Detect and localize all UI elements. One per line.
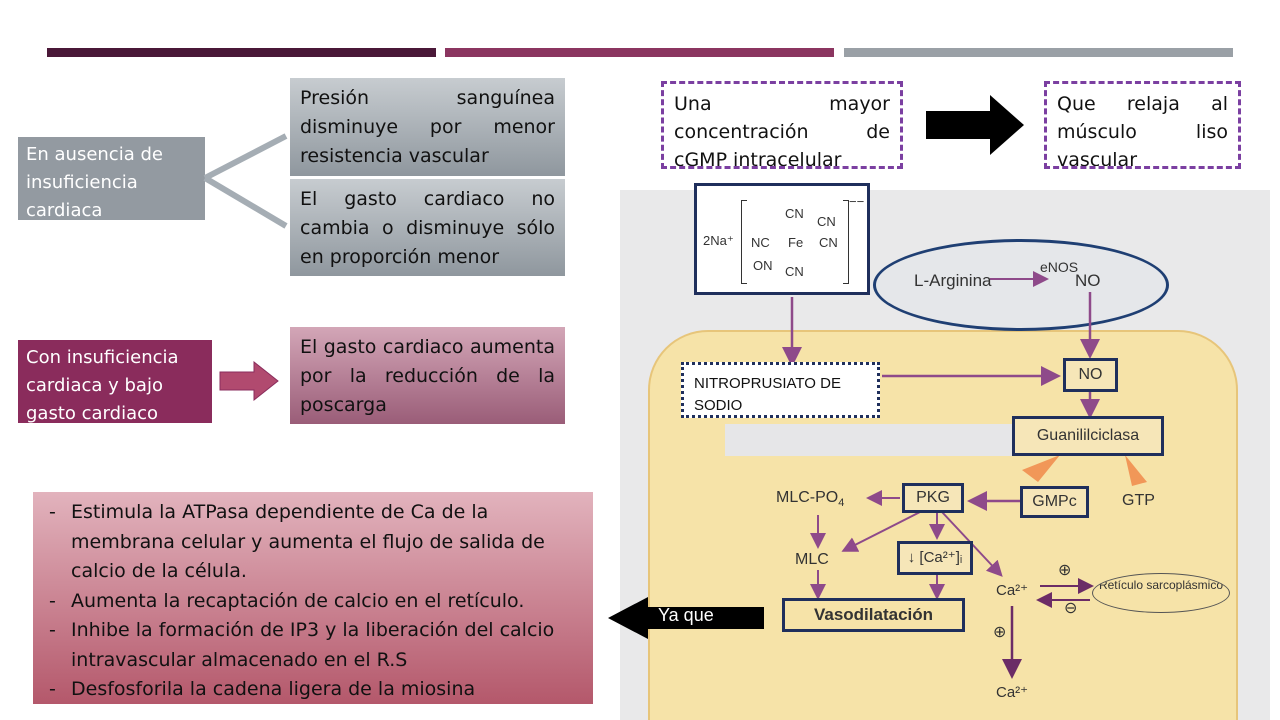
nitroprusiato-text: NITROPRUSIATO DE SODIO bbox=[694, 375, 841, 414]
mlc-po4-label: MLC-PO4 bbox=[776, 489, 844, 509]
formula-fe: Fe bbox=[788, 235, 804, 250]
branch-line-up bbox=[203, 133, 288, 181]
formula-na: 2Na⁺ bbox=[703, 233, 734, 248]
big-right-arrow-shape bbox=[926, 95, 1024, 155]
pressure-box: Presión sanguínea disminuye por menor re… bbox=[290, 78, 565, 176]
mechanism-item: Desfosforila la cadena ligera de la mios… bbox=[43, 675, 583, 704]
output-box: El gasto cardiaco no cambia o disminuye … bbox=[290, 179, 565, 276]
vasodilatacion-box: Vasodilatación bbox=[782, 598, 965, 632]
mechanisms-box: Estimula la ATPasa dependiente de Ca de … bbox=[33, 492, 593, 704]
mechanism-item: Aumenta la recaptación de calcio en el r… bbox=[43, 587, 583, 617]
top-bar-middle bbox=[445, 48, 834, 57]
ya-que-arrow-shape bbox=[608, 597, 764, 639]
failure-label-text: Con insuficiencia cardiaca y bajo gasto … bbox=[26, 347, 179, 423]
pkg-box: PKG bbox=[902, 483, 964, 513]
guanilil-box: Guanililciclasa bbox=[1012, 416, 1164, 456]
plus-bottom-icon: ⊕ bbox=[993, 624, 1007, 641]
formula-box: 2Na⁺ −− CN CN NC Fe CN ON CN bbox=[694, 183, 870, 295]
pathway-arrows bbox=[782, 271, 1147, 679]
minus-icon: ⊖ bbox=[1064, 600, 1078, 617]
l-arginina-label: L-Arginina bbox=[914, 271, 992, 290]
formula-charge: −− bbox=[849, 194, 865, 209]
right-arrow-small-shape bbox=[219, 360, 279, 402]
ya-que-label: Ya que bbox=[658, 605, 714, 625]
formula-bracket-left bbox=[741, 200, 747, 284]
ya-que-arrow bbox=[608, 597, 764, 639]
absence-label: En ausencia de insuficiencia cardiaca bbox=[18, 137, 205, 220]
enos-label: eNOS bbox=[1040, 259, 1079, 275]
no-top-label: NO bbox=[1075, 271, 1101, 290]
top-bar-right bbox=[844, 48, 1233, 57]
pkg-text: PKG bbox=[916, 489, 950, 506]
mlc-po4-sub: 4 bbox=[838, 497, 845, 510]
arrow-pkg-to-mlc bbox=[841, 511, 921, 552]
gmpc-box: GMPc bbox=[1020, 486, 1089, 518]
no-box-text: NO bbox=[1078, 366, 1103, 383]
formula-bracket-right bbox=[843, 200, 849, 284]
endothelial-cell bbox=[873, 239, 1169, 331]
cgmp-box: Una mayor concentración de cGMP intracel… bbox=[661, 81, 903, 169]
reticulo-text: Retículo sarcoplásmico bbox=[1098, 578, 1224, 592]
increase-text: El gasto cardiaco aumenta por la reducci… bbox=[300, 336, 555, 416]
branch-connector bbox=[203, 133, 288, 229]
branch-line-down bbox=[203, 175, 288, 229]
increase-box: El gasto cardiaco aumenta por la reducci… bbox=[290, 327, 565, 424]
formula-nc: NC bbox=[751, 235, 770, 250]
failure-label: Con insuficiencia cardiaca y bajo gasto … bbox=[18, 340, 212, 423]
nitroprusiato-box: NITROPRUSIATO DE SODIO bbox=[681, 362, 880, 418]
gtp-label: GTP bbox=[1122, 492, 1155, 509]
mlc-po4-text: MLC-PO bbox=[776, 489, 839, 506]
gmpc-text: GMPc bbox=[1032, 493, 1077, 510]
vasodilatacion-text: Vasodilatación bbox=[813, 605, 934, 624]
ca-mid-label: Ca²⁺ bbox=[996, 582, 1029, 599]
formula-on: ON bbox=[753, 258, 773, 273]
mechanism-item: Estimula la ATPasa dependiente de Ca de … bbox=[43, 498, 583, 587]
formula-cn-top2: CN bbox=[817, 214, 836, 229]
absence-label-text: En ausencia de insuficiencia cardiaca bbox=[26, 144, 163, 220]
relax-text: Que relaja al músculo liso vascular bbox=[1057, 93, 1228, 169]
no-box: NO bbox=[1063, 358, 1118, 392]
ca-concentration-text: ↓ [Ca²⁺]ᵢ bbox=[907, 549, 963, 566]
output-text: El gasto cardiaco no cambia o disminuye … bbox=[300, 188, 555, 268]
plus-top-icon: ⊕ bbox=[1058, 562, 1072, 579]
cgmp-text: Una mayor concentración de cGMP intracel… bbox=[674, 93, 890, 169]
reticulo-oval: Retículo sarcoplásmico bbox=[1092, 573, 1230, 613]
big-right-arrow bbox=[926, 95, 1024, 155]
orange-arrow-left bbox=[1022, 455, 1060, 482]
top-bar-left bbox=[47, 48, 436, 57]
formula-cn-top1: CN bbox=[785, 206, 804, 221]
right-arrow-small bbox=[219, 360, 279, 402]
formula-cn-right: CN bbox=[819, 235, 838, 250]
ca-concentration-box: ↓ [Ca²⁺]ᵢ bbox=[897, 541, 973, 575]
mechanism-item: Inhibe la formación de IP3 y la liberaci… bbox=[43, 616, 583, 675]
orange-arrow-right bbox=[1125, 455, 1147, 486]
pressure-text: Presión sanguínea disminuye por menor re… bbox=[300, 87, 555, 167]
mlc-label: MLC bbox=[795, 551, 829, 568]
relax-box: Que relaja al músculo liso vascular bbox=[1044, 81, 1241, 169]
grey-strip bbox=[725, 424, 1015, 456]
mechanisms-list: Estimula la ATPasa dependiente de Ca de … bbox=[43, 498, 583, 704]
formula-cn-bottom: CN bbox=[785, 264, 804, 279]
guanilil-text: Guanililciclasa bbox=[1036, 427, 1140, 444]
ca-bottom-label: Ca²⁺ bbox=[996, 684, 1029, 701]
